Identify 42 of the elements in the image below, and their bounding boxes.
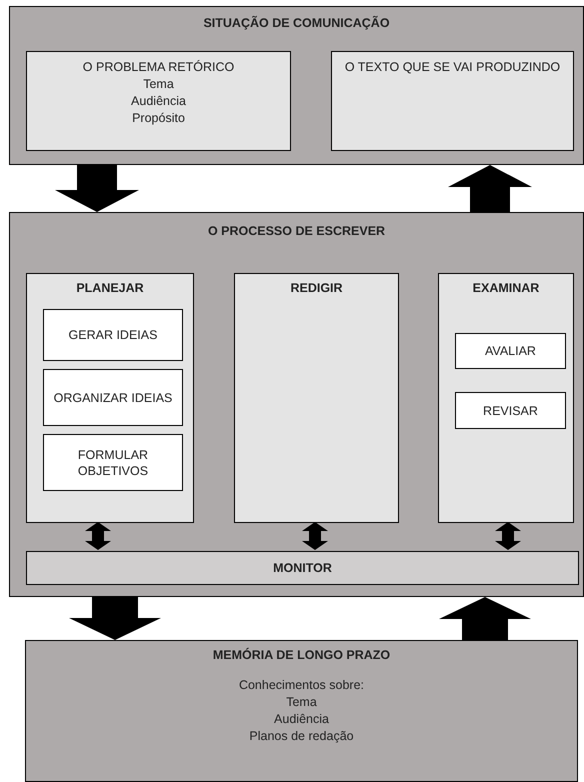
block-arrow: [55, 165, 139, 212]
heading: REDIGIR: [289, 280, 344, 296]
heading: PLANEJAR: [75, 280, 145, 296]
text-line: Audiência: [130, 93, 187, 109]
text-line: Audiência: [273, 711, 330, 727]
monitor-bar: [26, 551, 579, 585]
text-line: Propósito: [131, 110, 186, 126]
text-line: Tema: [285, 694, 318, 710]
heading: MEMÓRIA DE LONGO PRAZO: [212, 647, 392, 663]
heading: FORMULAR OBJETIVOS: [76, 446, 150, 478]
heading: MONITOR: [272, 560, 333, 576]
stage-panel: [438, 273, 574, 523]
block-arrow: [495, 522, 521, 550]
text-line: Planos de redação: [248, 728, 355, 744]
heading: REVISAR: [482, 402, 539, 418]
stage-panel: [234, 273, 399, 523]
heading: GERAR IDEIAS: [68, 327, 158, 343]
block-arrow: [448, 165, 532, 212]
text-box: [331, 51, 574, 151]
step-box: [455, 392, 566, 429]
heading: SITUAÇÃO DE COMUNICAÇÃO: [202, 15, 391, 31]
heading: O PROBLEMA RETÓRICO: [82, 59, 236, 75]
heading: ORGANIZAR IDEIAS: [52, 390, 174, 406]
heading: O TEXTO QUE SE VAI PRODUZINDO: [344, 59, 562, 75]
heading: O PROCESSO DE ESCREVER: [206, 223, 386, 239]
section-panel: [9, 212, 584, 597]
memory-panel: [25, 640, 578, 782]
text-line: Conhecimentos sobre:: [238, 677, 366, 693]
step-box: [43, 434, 183, 491]
stage-panel: [26, 273, 194, 523]
step-box: [455, 333, 566, 369]
step-box: [43, 309, 183, 361]
section-panel: [9, 6, 584, 165]
text-line: Tema: [142, 76, 175, 92]
block-arrow: [69, 597, 161, 640]
step-box: [43, 369, 183, 426]
heading: AVALIAR: [484, 343, 537, 359]
heading: EXAMINAR: [472, 280, 540, 296]
text-box: [26, 51, 291, 151]
block-arrow: [439, 597, 531, 640]
block-arrow: [302, 522, 328, 550]
block-arrow: [85, 522, 111, 550]
